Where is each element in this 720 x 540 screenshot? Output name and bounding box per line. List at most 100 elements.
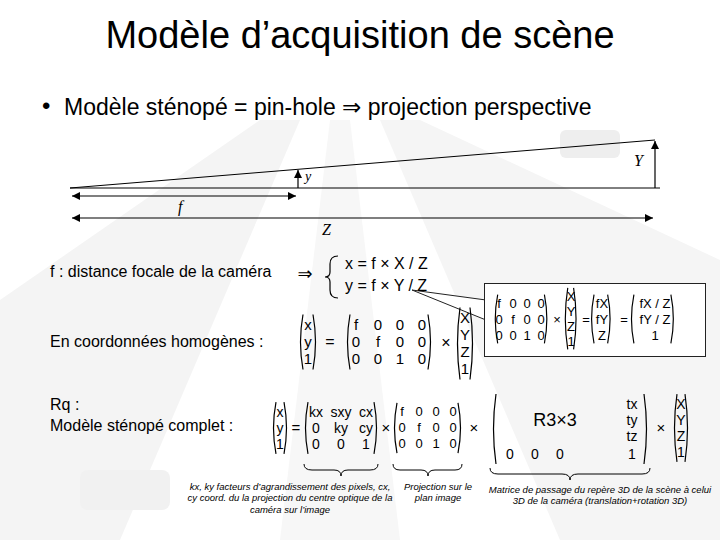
matrix-entry: 0: [418, 350, 426, 367]
equation: x = f × X / Z: [345, 255, 428, 273]
matrix-bracket: [494, 394, 497, 464]
section-label: Rq :: [50, 396, 79, 414]
matrix-entry: 0: [449, 421, 456, 436]
matrix-entry: 0: [432, 421, 439, 436]
operator: =: [292, 419, 301, 436]
matrix-entry: Y: [567, 305, 576, 320]
matrix-entry: 0: [418, 316, 426, 333]
matrix-entry: 1: [677, 444, 685, 460]
operator: =: [620, 313, 628, 328]
matrix-bracket: [544, 295, 546, 344]
depth-arrow: [72, 217, 653, 218]
matrix-entry: 0: [506, 446, 514, 462]
operator: ×: [657, 419, 666, 436]
matrix-bracket: [284, 402, 287, 454]
axis-label: Z: [322, 221, 331, 239]
operator: =: [325, 333, 334, 351]
axis-label: f: [178, 198, 182, 216]
matrix-entry: fX / Z: [639, 297, 670, 312]
matrix-entry: 0: [432, 405, 439, 420]
matrix-entry: f: [417, 421, 421, 436]
matrix-entry: y: [304, 333, 312, 350]
matrix-entry: 0: [509, 329, 516, 344]
image-height-arrow: [297, 170, 298, 188]
matrix-entry: 0: [312, 436, 320, 452]
matrix-entry: tz: [627, 428, 638, 444]
matrix-entry: Y: [676, 412, 685, 428]
matrix-entry: kx: [309, 404, 323, 420]
definition: f : distance focale de la caméra: [50, 263, 271, 281]
matrix-entry: x: [304, 316, 312, 333]
under-brace: [490, 468, 650, 480]
matrix-entry: 0: [396, 333, 404, 350]
matrix-bracket: [274, 402, 277, 454]
matrix-bracket: [348, 315, 351, 370]
matrix-bracket: [458, 403, 461, 453]
matrix-entry: 0: [495, 329, 502, 344]
focal-arrow: [72, 195, 296, 196]
matrix-entry: X: [460, 309, 470, 326]
matrix-entry: 0: [449, 437, 456, 452]
under-brace: [393, 464, 462, 476]
matrix-bracket: [458, 308, 461, 380]
matrix-entry: X: [676, 396, 685, 412]
matrix-entry: fY / Z: [640, 313, 671, 328]
matrix-bracket: [592, 295, 594, 344]
light-ray: [70, 140, 655, 188]
matrix-entry: 0: [374, 350, 382, 367]
matrix-entry: 0: [495, 313, 502, 328]
matrix-entry: 1: [651, 329, 658, 344]
equation: y = f × Y / Z: [345, 277, 427, 295]
matrix-entry: y: [277, 420, 284, 436]
brace-caption: kx, ky facteurs d’agrandissement des pix…: [185, 481, 395, 515]
matrix-entry: 0: [396, 316, 404, 333]
matrix-entry: ky: [334, 420, 348, 436]
matrix-entry: 1: [396, 350, 404, 367]
matrix-entry: 1: [461, 360, 469, 377]
matrix-entry: X: [567, 290, 576, 305]
matrix-bracket: [301, 315, 304, 370]
matrix-entry: fY: [596, 313, 608, 328]
matrix-entry: 1: [628, 446, 636, 462]
matrix-entry: Z: [567, 320, 575, 335]
matrix-entry: 1: [567, 335, 574, 350]
matrix-entry: 0: [523, 297, 530, 312]
matrix-entry: 1: [523, 329, 530, 344]
matrix-entry: fX: [596, 297, 608, 312]
matrix-entry: x: [277, 404, 284, 420]
object-height-arrow: [654, 141, 655, 188]
matrix-entry: f: [354, 316, 358, 333]
operator: =: [582, 313, 590, 328]
bullet: •: [42, 92, 50, 120]
matrix-bracket: [395, 403, 398, 453]
under-brace: [304, 464, 378, 476]
matrix-entry: 0: [337, 436, 345, 452]
matrix-entry: 0: [398, 421, 405, 436]
matrix-bracket: [428, 315, 431, 370]
matrix-entry: 0: [556, 446, 564, 462]
callout-tail: [412, 290, 486, 320]
matrix-entry: f: [376, 333, 380, 350]
matrix-bracket: [631, 295, 633, 344]
matrix-entry: 1: [432, 437, 439, 452]
matrix-entry: 1: [276, 436, 284, 452]
brace-caption: Projection sur le plan image: [396, 481, 480, 504]
matrix-entry: Z: [677, 428, 686, 444]
operator: ×: [441, 334, 450, 352]
matrix-entry: 0: [509, 297, 516, 312]
matrix-entry: 0: [523, 313, 530, 328]
matrix-bracket: [374, 402, 377, 454]
matrix-bracket: [644, 394, 647, 464]
road-shape: [380, 120, 720, 540]
matrix-entry: 0: [537, 297, 544, 312]
axis-label: y: [305, 169, 311, 185]
matrix-entry: 0: [449, 405, 456, 420]
matrix-entry: tx: [627, 396, 638, 412]
matrix-entry: f: [497, 297, 501, 312]
curly-brace: [325, 256, 338, 298]
section-label: En coordonnées homogènes :: [50, 333, 263, 351]
matrix-entry: Z: [598, 329, 606, 344]
matrix-entry: 0: [312, 420, 320, 436]
matrix-entry: 0: [418, 333, 426, 350]
matrix-entry: 0: [374, 316, 382, 333]
